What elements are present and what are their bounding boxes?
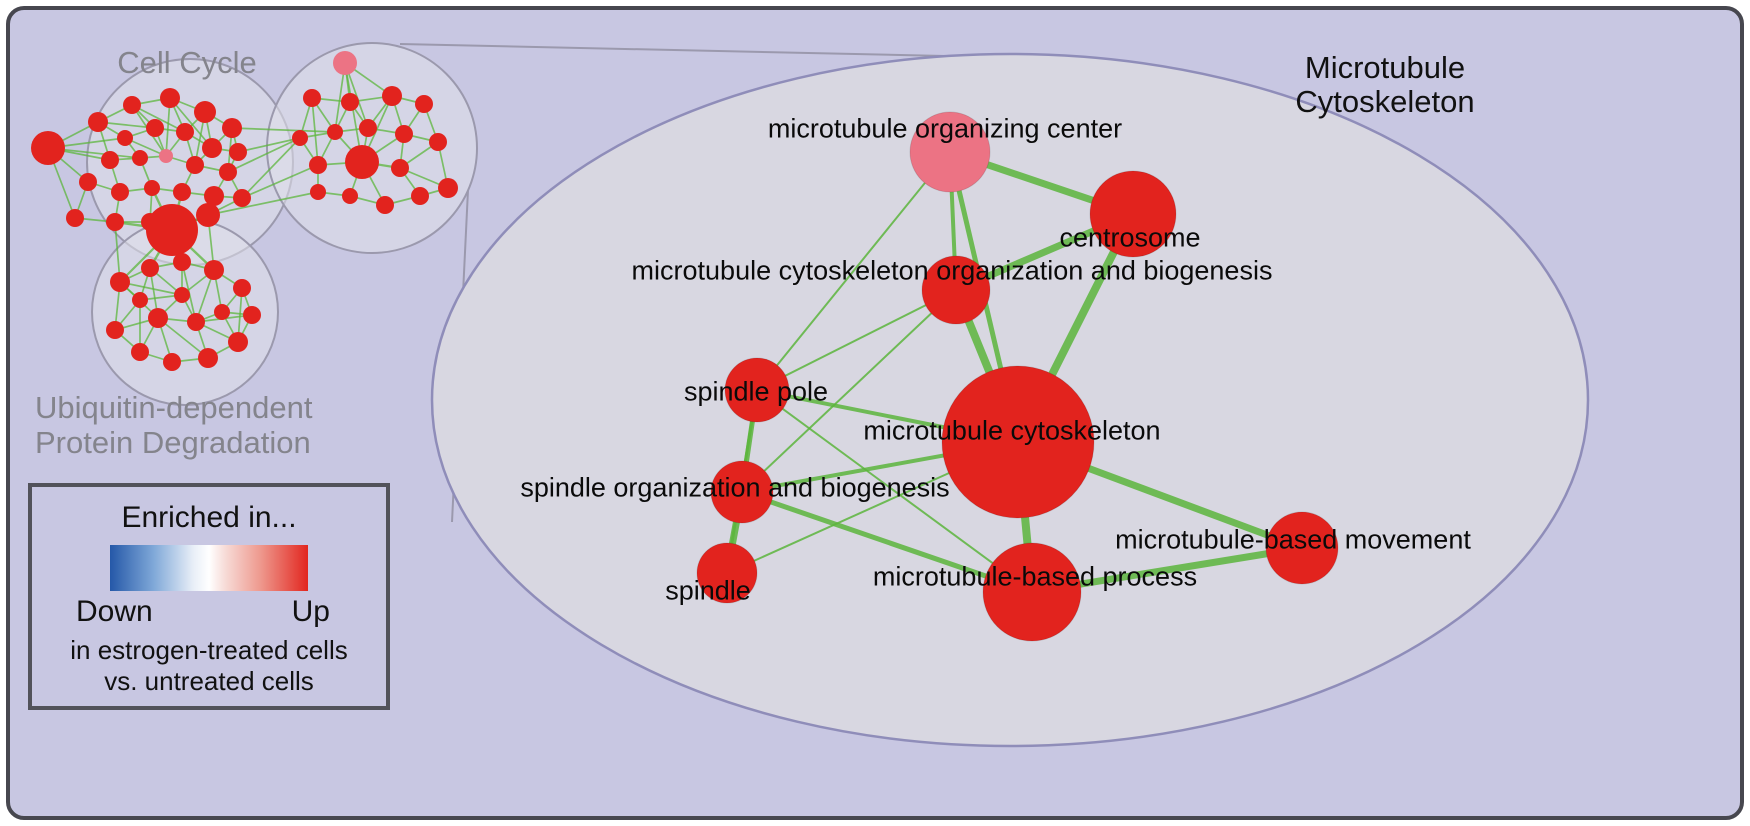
figure-frame: [6, 6, 1744, 820]
